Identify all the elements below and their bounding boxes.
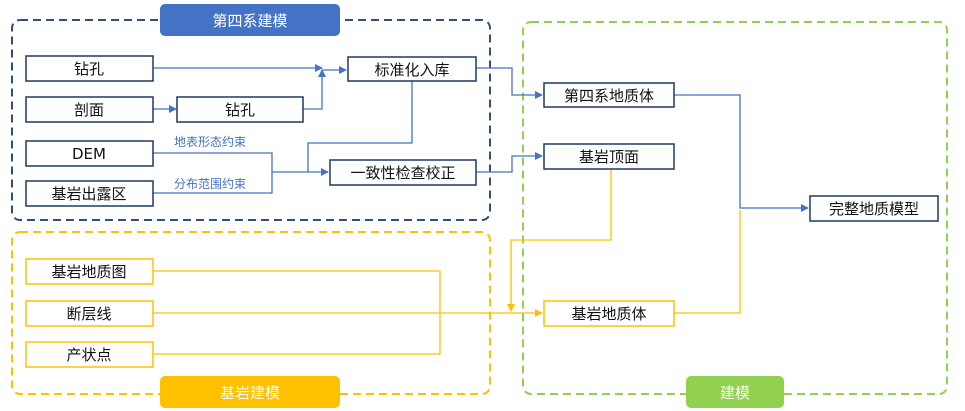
group-quaternary-title: 第四系建模 <box>212 12 287 30</box>
node-drill1: 钻孔 <box>25 55 154 82</box>
edge-check-bedrocktop <box>476 152 543 173</box>
node-full-model: 完整地质模型 <box>809 195 939 222</box>
node-section-label: 剖面 <box>74 101 104 119</box>
group-modeling-tab: 建模 <box>686 376 784 408</box>
node-section: 剖面 <box>25 96 154 123</box>
group-bedrock-tab: 基岩建模 <box>160 376 340 408</box>
node-dem-label: DEM <box>72 145 106 163</box>
node-geomap: 基岩地质图 <box>25 258 154 285</box>
edge-label-surface-constraint: 地表形态约束 <box>174 134 246 149</box>
node-bedrock-top: 基岩顶面 <box>543 143 675 170</box>
edge-outcrop-check <box>153 172 273 194</box>
node-standardize-label: 标准化入库 <box>374 61 449 79</box>
edge-label-distribution-constraint: 分布范围约束 <box>174 176 246 191</box>
group-modeling-title: 建模 <box>720 384 750 402</box>
group-bedrock-title: 基岩建模 <box>220 384 280 402</box>
edge-quatbody-fullmodel <box>674 94 809 212</box>
edge-drill2-standardize <box>303 69 326 110</box>
node-fault: 断层线 <box>25 300 154 327</box>
edge-standardize-quatbody <box>476 67 543 99</box>
group-quaternary-frame <box>11 19 491 221</box>
node-attitude: 产状点 <box>25 341 154 368</box>
node-drill2: 钻孔 <box>176 96 304 123</box>
node-outcrop: 基岩出露区 <box>25 180 154 207</box>
edge-standardize-check <box>307 81 413 172</box>
node-dem: DEM <box>25 140 154 167</box>
edge-bedrockbody-fullmodel <box>674 210 741 314</box>
edge-dem-check <box>153 152 329 176</box>
node-drill1-label: 钻孔 <box>74 60 104 78</box>
edge-bedrocktop-bedrockbody <box>507 169 612 312</box>
node-attitude-label: 产状点 <box>66 346 111 364</box>
node-quat-body-label: 第四系地质体 <box>564 87 654 105</box>
node-bedrock-top-label: 基岩顶面 <box>579 148 639 166</box>
blue-connectors <box>153 64 809 212</box>
node-drill2-label: 钻孔 <box>225 101 255 119</box>
node-check: 一致性检查校正 <box>329 159 477 186</box>
group-quaternary-tab: 第四系建模 <box>160 4 340 36</box>
node-quat-body: 第四系地质体 <box>543 82 675 108</box>
node-check-label: 一致性检查校正 <box>350 164 455 182</box>
yellow-connectors <box>153 169 741 355</box>
node-bedrock-body-label: 基岩地质体 <box>571 305 646 323</box>
node-standardize: 标准化入库 <box>347 56 477 82</box>
node-full-model-label: 完整地质模型 <box>829 200 919 218</box>
node-geomap-label: 基岩地质图 <box>51 263 126 281</box>
node-bedrock-body: 基岩地质体 <box>543 300 675 327</box>
node-fault-label: 断层线 <box>66 305 111 323</box>
node-outcrop-label: 基岩出露区 <box>51 185 126 203</box>
